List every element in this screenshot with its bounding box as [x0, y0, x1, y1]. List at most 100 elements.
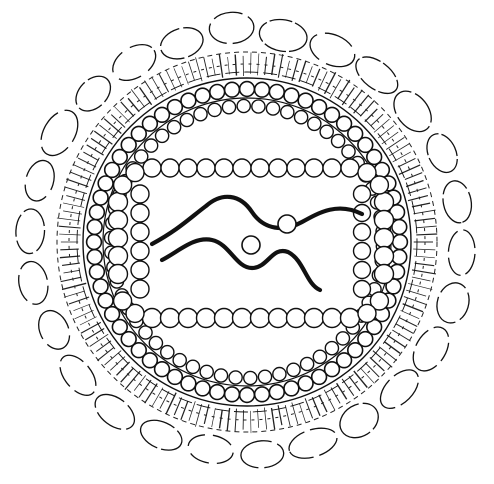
glycoprotein-ellipse — [257, 16, 310, 55]
bilayer-spike — [278, 54, 283, 78]
bilayer-spike — [57, 218, 80, 221]
bilayer-spike — [392, 330, 410, 341]
bilayer-spike — [414, 218, 435, 221]
glycoprotein-ellipse — [240, 439, 285, 469]
glycoprotein-ellipse — [421, 129, 463, 177]
bilayer-spike — [405, 173, 422, 180]
bilayer-spike — [64, 291, 85, 297]
matrix-bead — [269, 385, 284, 400]
capsid-bead — [131, 261, 149, 279]
bilayer-spike — [59, 226, 81, 228]
capsid-bead — [131, 204, 149, 222]
bilayer-spike — [415, 263, 435, 266]
matrix-bead — [298, 93, 313, 108]
bilayer-spike — [121, 102, 134, 116]
bilayer-spike — [196, 57, 203, 81]
bilayer-spike — [66, 179, 88, 187]
bilayer-spike — [174, 68, 182, 87]
capsid-bead — [375, 229, 394, 248]
capsid-bead — [375, 211, 394, 230]
capsid-bead — [114, 292, 132, 310]
bilayer-spike — [324, 390, 335, 411]
matrix-bead — [210, 385, 225, 400]
capsid-bead — [305, 309, 324, 328]
inner-bead — [301, 357, 314, 370]
bilayer-spike — [60, 249, 79, 250]
bilayer-spike — [139, 380, 151, 397]
inner-bead — [237, 99, 250, 112]
glycoprotein-ellipse — [15, 259, 51, 307]
glycoprotein-ellipse — [15, 208, 46, 254]
capsid-bead — [161, 309, 180, 328]
bilayer-spike — [91, 138, 106, 148]
capsid-bead — [251, 159, 269, 177]
capsid-bead — [305, 159, 323, 177]
bilayer-spike — [416, 226, 437, 228]
bilayer-spike — [399, 317, 417, 326]
inner-bead — [229, 371, 242, 384]
bilayer-spike — [330, 79, 341, 98]
glycoprotein-ellipse — [33, 306, 76, 355]
bilayer-spike — [414, 210, 436, 214]
glycoprotein-ellipse — [373, 363, 425, 415]
bilayer-spike — [128, 98, 139, 111]
bilayer-spike — [416, 234, 437, 235]
capsid-bead — [233, 159, 251, 177]
bilayer-spike — [299, 61, 306, 82]
nucleic-acid-layer — [152, 197, 362, 290]
bilayer-spike — [251, 411, 252, 433]
bilayer-spike — [414, 256, 435, 258]
matrix-bead — [225, 82, 240, 97]
glycoprotein-ellipse — [440, 178, 475, 225]
bilayer-spike — [117, 362, 130, 375]
bilayer-spike — [188, 62, 194, 81]
matrix-bead — [181, 93, 196, 108]
bilayer-spike — [80, 317, 97, 325]
bilayer-spike — [312, 69, 319, 87]
matrix-bead — [93, 279, 108, 294]
bilayer-spike — [166, 393, 176, 414]
matrix-bead — [195, 381, 210, 396]
bilayer-spike — [160, 391, 169, 408]
matrix-bead — [98, 293, 113, 308]
bilayer-spike — [73, 164, 95, 174]
capsid-bead — [354, 281, 371, 298]
inner-bead — [208, 103, 221, 116]
capsid-bead — [215, 309, 234, 328]
inner-bead — [161, 346, 174, 359]
capsid-bead — [341, 309, 360, 328]
capsid-bead — [354, 243, 371, 260]
bilayer-spike — [182, 66, 189, 84]
inner-bead — [313, 350, 326, 363]
capsid-bead — [269, 309, 288, 328]
capsid-bead — [197, 309, 216, 328]
bilayer-spike — [62, 283, 86, 289]
bilayer-spike — [70, 172, 91, 181]
bilayer-spike — [134, 375, 146, 390]
capsid-bead — [287, 159, 305, 177]
capsid-bead — [233, 309, 252, 328]
capsid-bead — [131, 242, 149, 260]
bilayer-spike — [318, 72, 327, 91]
bilayer-spike — [96, 341, 111, 352]
inner-bead — [342, 145, 355, 158]
capsid-bead — [341, 159, 359, 177]
capsid-bead — [109, 193, 128, 212]
capsid-bead — [179, 159, 197, 177]
matrix-bead — [90, 205, 105, 220]
bilayer-spike — [166, 70, 176, 90]
glycoprotein-ellipse — [33, 104, 85, 162]
bilayer-spike — [60, 256, 80, 258]
glycoprotein-ellipse — [21, 157, 59, 205]
matrix-bead — [255, 82, 270, 97]
bilayer-spike — [83, 152, 98, 160]
capsid-bead — [131, 280, 149, 298]
inner-bead — [145, 139, 158, 152]
matrix-bead — [168, 100, 183, 115]
bilayer-spike — [204, 57, 209, 77]
capsid-bead — [197, 159, 215, 177]
bilayer-spike — [62, 263, 80, 265]
matrix-bead — [298, 376, 313, 391]
